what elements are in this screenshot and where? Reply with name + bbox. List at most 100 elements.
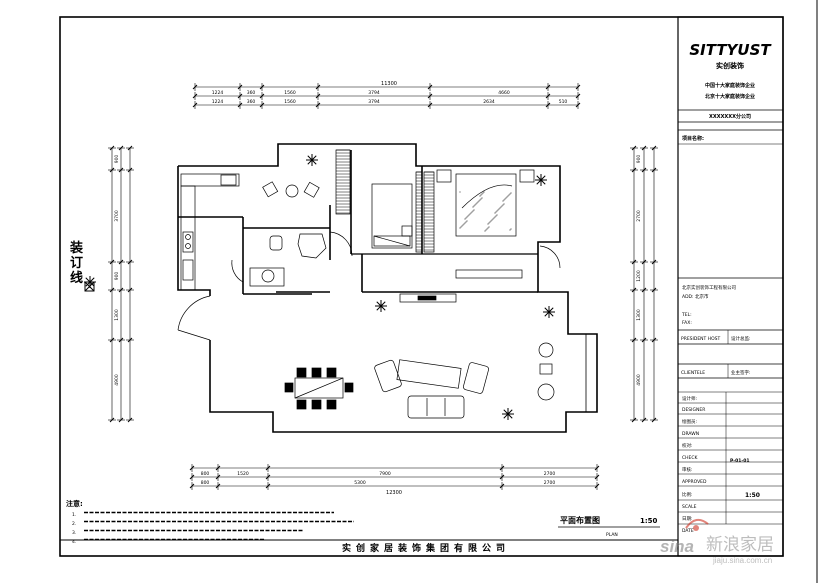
dim-left: 4900 bbox=[114, 374, 120, 386]
note-item: 4. bbox=[72, 539, 76, 545]
side-table-icon bbox=[539, 363, 553, 375]
watermark-sina: sina bbox=[660, 537, 694, 556]
plant-icon bbox=[307, 155, 313, 161]
plant-icon bbox=[376, 305, 382, 311]
branch-name: XXXXXXX分公司 bbox=[709, 113, 751, 120]
coffee-table-icon bbox=[396, 359, 462, 389]
drawing-scale: 1:50 bbox=[640, 517, 658, 525]
armchair-icon bbox=[303, 181, 320, 198]
watermark: sina 新浪家居 jiaju.sina.com.cn bbox=[660, 518, 774, 565]
master-bedroom bbox=[423, 169, 535, 279]
top-dimensions bbox=[192, 83, 581, 109]
dim-top: 1560 bbox=[284, 99, 296, 105]
floor-plan bbox=[177, 143, 598, 433]
tv-cabinet-icon bbox=[399, 293, 457, 303]
bottom-dimensions bbox=[189, 464, 600, 490]
sheet-number: P-01-01 bbox=[730, 458, 749, 464]
dim-top: 1224 bbox=[212, 90, 224, 96]
dim-top-total: 11300 bbox=[381, 81, 397, 87]
plant-icon bbox=[307, 159, 313, 165]
note-item: 1. bbox=[72, 512, 76, 518]
brand-logo: SITTYUST bbox=[689, 41, 772, 59]
date-label-en: DATE bbox=[682, 528, 694, 534]
dim-bottom: 2700 bbox=[544, 480, 556, 486]
plant-icon bbox=[540, 175, 546, 181]
sina-eye-icon bbox=[685, 518, 709, 529]
dim-bottom: 800 bbox=[201, 471, 210, 477]
brand-name: 实创装饰 bbox=[716, 61, 744, 70]
drawing-plan-label: PLAN bbox=[606, 532, 618, 538]
designer-label-en: DESIGNER bbox=[682, 407, 705, 413]
armchair-icon bbox=[374, 359, 402, 393]
designer-cn: 设计总监: bbox=[731, 335, 751, 342]
right-dimensions bbox=[630, 145, 658, 423]
dim-right: 900 bbox=[636, 155, 642, 164]
designer-label: 设计师: bbox=[682, 395, 697, 402]
plant-icon bbox=[548, 307, 554, 313]
kitchen-counter-top bbox=[180, 173, 240, 187]
double-bed-icon bbox=[455, 173, 517, 237]
client-en: CLIENTELE bbox=[681, 370, 705, 376]
designer-en: PRESIDENT HOST bbox=[681, 336, 721, 342]
plant-icon bbox=[85, 281, 91, 287]
dim-top: 3794 bbox=[368, 99, 380, 105]
bathroom bbox=[249, 233, 327, 287]
dim-bottom: 5300 bbox=[354, 480, 366, 486]
plant-icon bbox=[85, 277, 91, 283]
binding-line-text: 装订线 bbox=[69, 240, 83, 286]
outer-wall bbox=[178, 143, 598, 433]
client-cn: 业主签字: bbox=[731, 369, 751, 376]
dim-top: 510 bbox=[559, 99, 568, 105]
dim-bottom: 1520 bbox=[237, 471, 249, 477]
check-label-en: CHECK bbox=[682, 455, 699, 461]
round-table-icon bbox=[285, 184, 299, 198]
plant-icon bbox=[311, 159, 317, 165]
dining-table-icon bbox=[294, 377, 344, 399]
bedroom-2 bbox=[371, 171, 423, 253]
sofa-icon bbox=[407, 395, 465, 419]
doors bbox=[177, 231, 561, 341]
dim-bottom: 7900 bbox=[379, 471, 391, 477]
shower-icon bbox=[297, 233, 327, 259]
check-label: 校对: bbox=[682, 442, 693, 449]
dim-left: 3700 bbox=[114, 210, 120, 222]
plant-icon bbox=[503, 409, 509, 415]
lounge-chair-icon bbox=[538, 342, 554, 358]
plant-icon bbox=[536, 175, 542, 181]
watermark-url: jiaju.sina.com.cn bbox=[712, 556, 772, 565]
dim-top: 360 bbox=[247, 99, 256, 105]
armchair-icon bbox=[262, 181, 279, 198]
note-item: 2. bbox=[72, 521, 76, 527]
kitchen bbox=[180, 173, 240, 291]
approve-label: 审核: bbox=[682, 466, 693, 473]
company-fax: FAX: bbox=[682, 320, 692, 326]
closet-hatch bbox=[335, 149, 351, 215]
small-table-set bbox=[262, 181, 320, 198]
drawing-title: 平面布置图 bbox=[560, 515, 600, 525]
plant-icon bbox=[503, 413, 509, 419]
scale-label: 比例: bbox=[682, 491, 693, 498]
scale-value: 1:50 bbox=[745, 492, 760, 499]
plant-icon bbox=[311, 155, 317, 161]
fridge-icon bbox=[182, 259, 194, 281]
dim-top: 2634 bbox=[483, 99, 495, 105]
dim-right: 4900 bbox=[636, 374, 642, 386]
left-dimensions bbox=[108, 145, 134, 423]
round-stool-icon bbox=[537, 383, 555, 401]
dim-right: 1200 bbox=[636, 270, 642, 282]
date-label: 日期: bbox=[682, 516, 693, 522]
toilet-door-swing bbox=[231, 259, 244, 283]
balcony-door-swing bbox=[539, 245, 561, 269]
slogan-2: 北京十大家庭装饰企业 bbox=[705, 93, 755, 100]
plant-icon bbox=[536, 179, 542, 185]
washbasin-icon bbox=[261, 269, 275, 283]
armchair-icon bbox=[463, 362, 489, 394]
company-footer: 实创家居装饰集团有限公司 bbox=[342, 542, 510, 554]
slogan-1: 中国十大家庭装饰企业 bbox=[705, 82, 755, 89]
sheet-border bbox=[59, 16, 784, 557]
dining-set bbox=[284, 367, 354, 410]
dim-bottom-total: 12300 bbox=[386, 490, 402, 496]
dim-top: 4660 bbox=[498, 90, 510, 96]
nightstand-icon bbox=[436, 169, 452, 183]
plant-icon bbox=[376, 301, 382, 307]
